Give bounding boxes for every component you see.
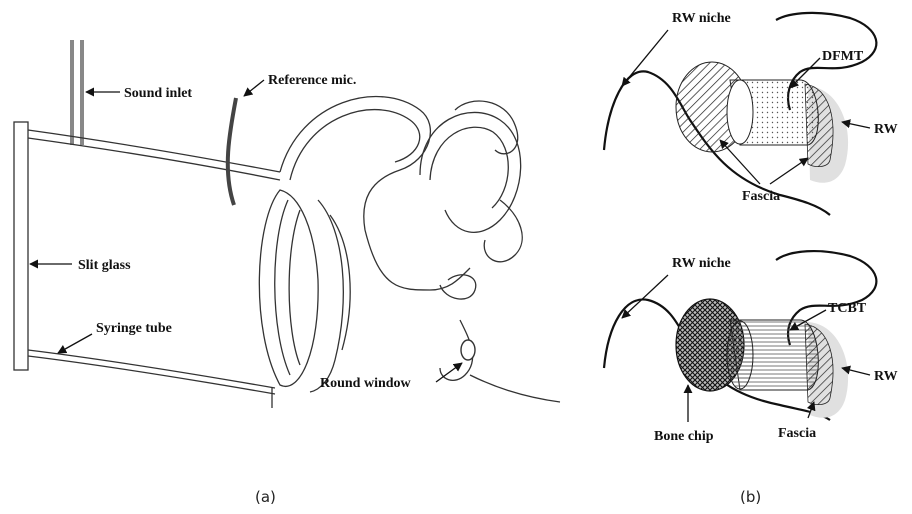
fascia-top-arrow-right bbox=[770, 158, 808, 184]
vestibule-inner bbox=[430, 127, 508, 208]
vestibule-shape bbox=[420, 112, 521, 232]
syringe-tube-bottom-inner bbox=[28, 356, 275, 394]
panel-b-bottom-drawing bbox=[604, 251, 876, 420]
syringe-tube-top-inner bbox=[28, 138, 280, 180]
stapes-line bbox=[365, 230, 470, 290]
syringe-tube-arrow bbox=[58, 334, 92, 353]
syringe-tube-top-edge bbox=[28, 130, 280, 172]
fascia-bottom-label: Fascia bbox=[778, 426, 816, 441]
dfmt-end-face bbox=[727, 80, 753, 144]
panel-a-drawing bbox=[14, 40, 560, 408]
reference-mic-wire bbox=[228, 98, 236, 205]
lower-bone-contour-2 bbox=[470, 375, 560, 402]
panel-b-top-drawing bbox=[604, 13, 876, 215]
rw-niche-bottom-arrow bbox=[622, 275, 668, 318]
reference-mic-label: Reference mic. bbox=[268, 73, 356, 88]
cochlea-turn bbox=[484, 200, 522, 262]
dfmt-label: DFMT bbox=[822, 49, 864, 64]
rw-niche-top-arrow bbox=[622, 30, 668, 86]
syringe-tube-bottom-edge bbox=[28, 350, 275, 388]
tcbt-label: TCBT bbox=[828, 301, 867, 316]
slit-glass-label: Slit glass bbox=[78, 258, 131, 273]
ossicle-curve-2 bbox=[330, 215, 350, 350]
panel-b-caption: (b) bbox=[740, 488, 761, 506]
panel-a-caption: (a) bbox=[255, 488, 276, 506]
fascia-top-label: Fascia bbox=[742, 189, 780, 204]
panel-a-labels: Sound inlet Reference mic. Slit glass Sy… bbox=[30, 73, 462, 391]
rw-top-label: RW bbox=[874, 122, 898, 137]
rw-bottom-label: RW bbox=[874, 369, 898, 384]
round-window-shape bbox=[461, 340, 475, 360]
slit-glass-shape bbox=[14, 122, 28, 370]
eardrum-inner-1 bbox=[275, 200, 290, 375]
eardrum-inner-2 bbox=[289, 210, 300, 365]
round-window-label: Round window bbox=[320, 376, 412, 391]
tcbt-end-face bbox=[727, 321, 753, 389]
bone-chip-label: Bone chip bbox=[654, 429, 714, 444]
reference-mic-arrow bbox=[244, 80, 264, 96]
rw-niche-bottom-label: RW niche bbox=[672, 256, 731, 271]
syringe-tube-label: Syringe tube bbox=[96, 321, 172, 336]
rw-niche-top-label: RW niche bbox=[672, 11, 731, 26]
canal-loop bbox=[280, 97, 430, 230]
sound-inlet-label: Sound inlet bbox=[124, 86, 192, 101]
